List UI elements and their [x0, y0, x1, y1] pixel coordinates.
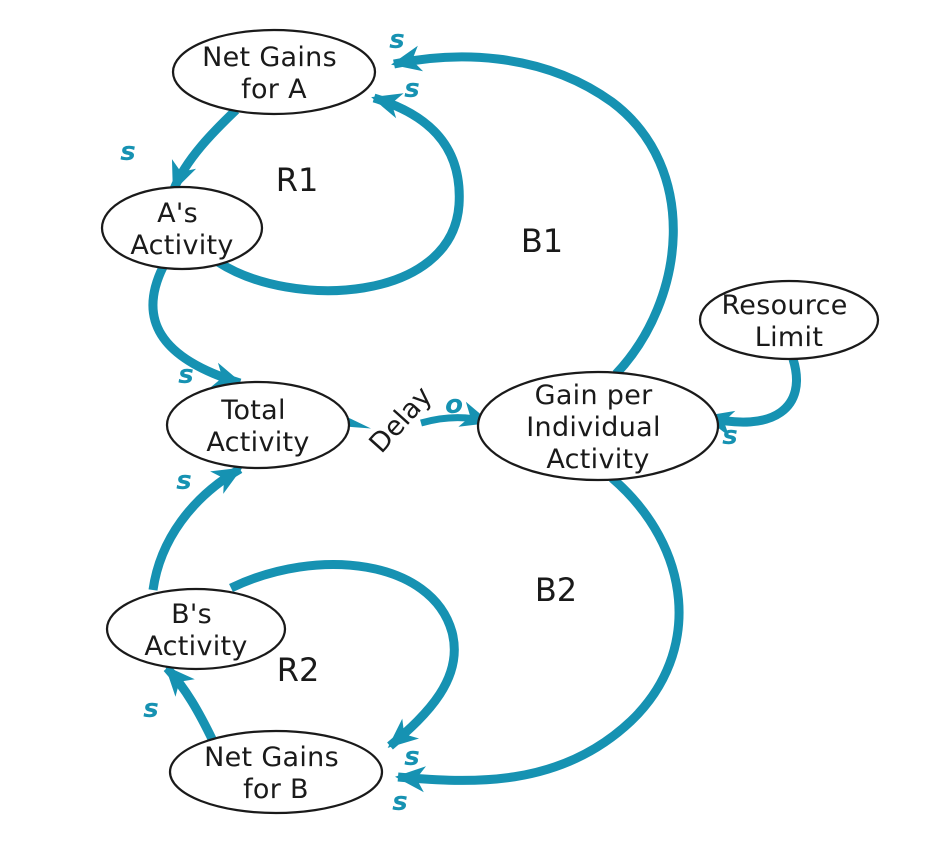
node-net-gains-for-a: Net Gains for A [171, 28, 377, 116]
polarity-s-as-activity-to-total: s [178, 360, 193, 390]
node-resource-limit-shape [698, 279, 880, 361]
node-bs-activity-label: B's Activity [144, 599, 247, 662]
polarity-s-as-activity-to-net-gains-a: s [404, 74, 419, 104]
node-total-activity-shape [165, 380, 351, 470]
link-as-activity-to-net-gains-a [215, 93, 464, 296]
node-resource-limit: Resource Limit [698, 279, 880, 361]
node-gain-per-individual-activity-label: Gain per Individual Activity [526, 380, 669, 475]
link-net-gains-b-to-bs-activity [163, 664, 218, 743]
node-net-gains-for-b: Net Gains for B [168, 729, 384, 815]
node-bs-activity-shape [105, 587, 287, 671]
node-total-activity-label: Total Activity [206, 395, 309, 458]
node-as-activity: A's Activity [100, 185, 264, 271]
node-net-gains-for-a-label: Net Gains for A [202, 42, 346, 105]
polarity-s-resource-limit-to-gain: s [722, 421, 737, 451]
node-as-activity-shape [100, 185, 264, 271]
link-gain-to-net-gains-a [391, 45, 678, 378]
link-gain-to-net-gains-b [395, 474, 684, 793]
link-total-activity-delay-stub [344, 415, 371, 429]
loop-label-r1: R1 [276, 161, 319, 199]
link-bs-activity-to-total-activity [148, 465, 243, 591]
link-as-activity-to-total-activity [148, 265, 243, 388]
link-net-gains-a-to-as-activity [169, 106, 240, 192]
node-net-gains-for-b-label: Net Gains for B [204, 742, 348, 805]
polarity-s-gain-to-net-gains-b: s [392, 787, 407, 817]
loop-label-b2: B2 [535, 571, 577, 609]
polarity-s-net-gains-b-to-bs-activity: s [143, 694, 158, 724]
polarity-s-bs-activity-to-total: s [176, 466, 191, 496]
node-as-activity-label: A's Activity [130, 198, 233, 261]
node-bs-activity: B's Activity [105, 587, 287, 671]
loop-label-b1: B1 [521, 222, 563, 260]
link-bs-activity-to-net-gains-b [229, 560, 459, 750]
node-resource-limit-label: Resource Limit [721, 290, 856, 353]
node-net-gains-for-b-shape [168, 729, 384, 815]
polarity-s-bs-activity-to-net-gains-b: s [404, 742, 419, 772]
polarity-s-gain-to-net-gains-a: s [389, 25, 404, 55]
polarity-s-net-gains-a-to-as-activity: s [120, 137, 135, 167]
node-total-activity: Total Activity [165, 380, 351, 470]
polarity-o-total-to-gain: o [445, 390, 463, 420]
loop-label-r2: R2 [277, 651, 320, 689]
link-resource-limit-to-gain [703, 357, 801, 437]
node-gain-per-individual-activity: Gain per Individual Activity [476, 370, 720, 482]
node-net-gains-for-a-shape [171, 28, 377, 116]
node-gain-per-individual-activity-shape [476, 370, 720, 482]
